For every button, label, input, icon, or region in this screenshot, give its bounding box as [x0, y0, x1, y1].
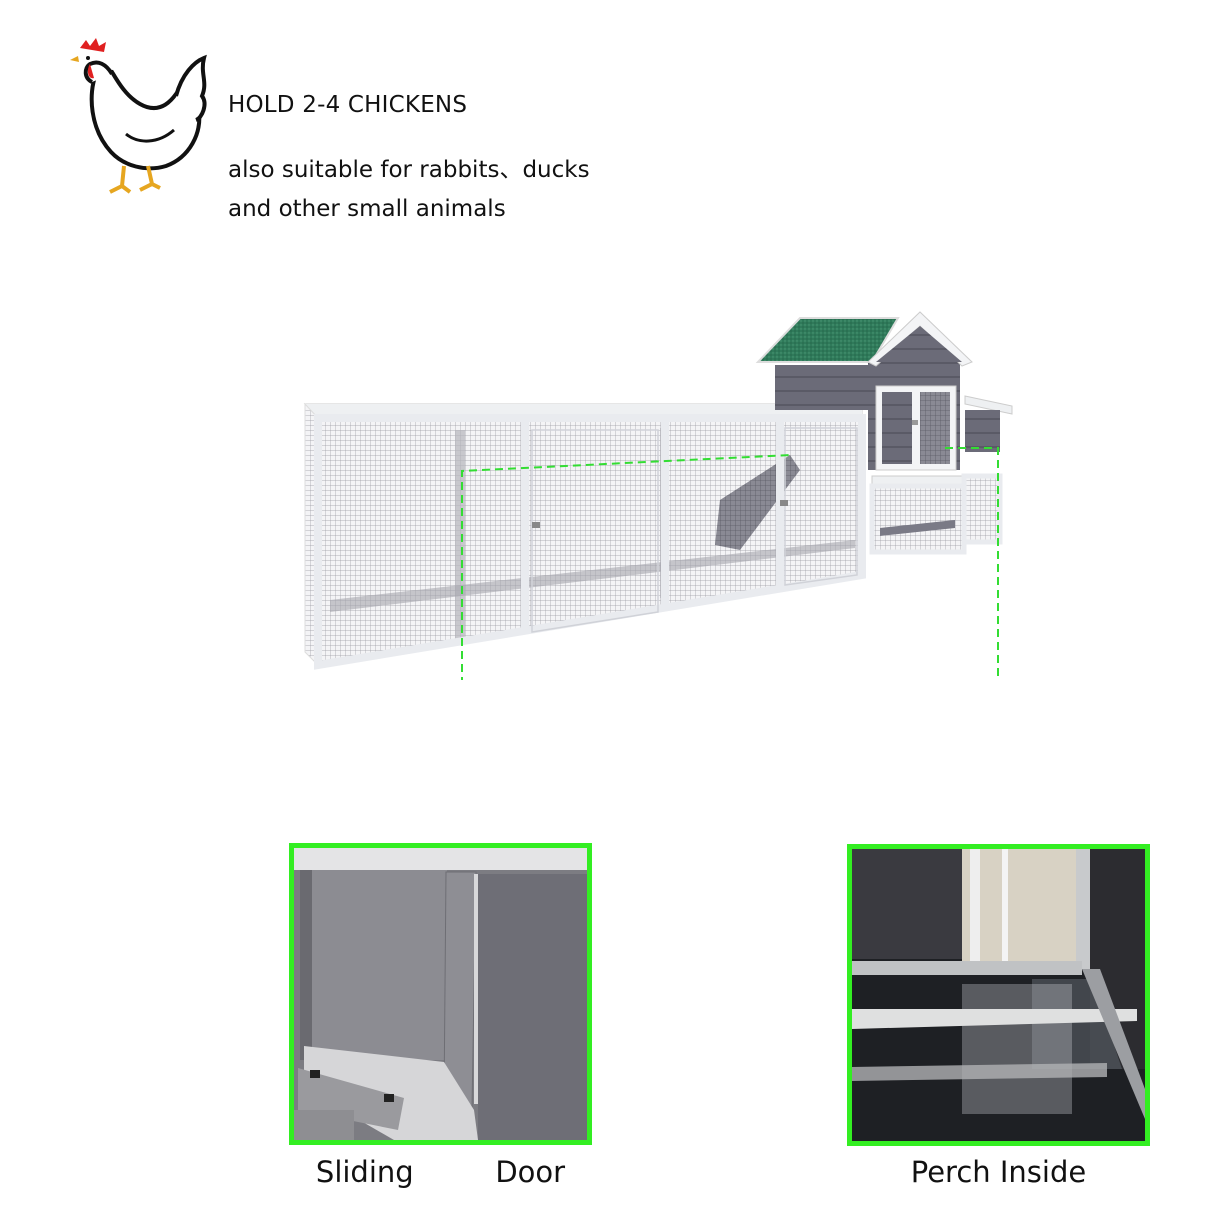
chicken-illustration-icon [66, 34, 216, 202]
perch-inside-photo [847, 844, 1150, 1146]
sliding-door-caption: Sliding Door [315, 1155, 566, 1189]
suitability-text-line1: also suitable for rabbits、ducks [228, 157, 590, 183]
sliding-door-photo [289, 843, 592, 1145]
capacity-heading: HOLD 2-4 CHICKENS [228, 92, 468, 118]
perch-inside-caption: Perch Inside [910, 1155, 1087, 1189]
suitability-text-line2: and other small animals [228, 196, 506, 222]
chicken-coop-product-image [300, 305, 1020, 680]
